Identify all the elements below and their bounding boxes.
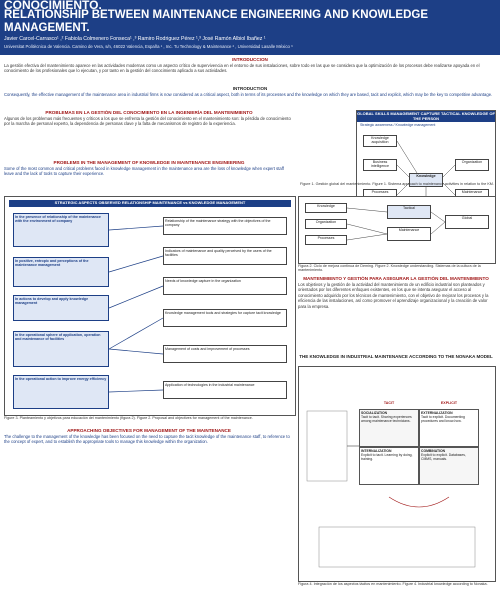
fig4-tacit-label: TACIT [383, 401, 395, 405]
fig2-left-item-3: In actions to develop and apply knowledg… [13, 295, 109, 321]
figure-1-title-bar: GLOBAL SKILLS MANAGEMENT CAPTURE TACTICA… [357, 111, 495, 122]
fig4-internalization-name: INTERNALIZATION [361, 449, 392, 453]
figure-4: TACIT EXPLICIT SOCIALIZATION Tacit to ta… [298, 366, 496, 582]
fig2-left-item-2: In positive, entropic and perceptions of… [13, 257, 109, 287]
figure-3-caption: Figura 2. Ciclo de mejora continua de De… [298, 264, 481, 273]
figure-1-caption: Figure 1. Gestión global del mantenimien… [300, 182, 494, 186]
fig1-node-intelligence: Business intelligence [363, 159, 397, 171]
intro-paragraph-en: Consequently, the effective management o… [4, 92, 493, 97]
fig1-node-organization: Organization [455, 159, 489, 171]
title-line-1: CONOCIMIENTO. [4, 0, 102, 12]
title-line-2: RELATIONSHIP BETWEEN MAINTENANCE ENGINEE… [4, 9, 429, 34]
authors: Javier Carcel-Carrasco¹ ,² Fabiola Colme… [4, 36, 266, 42]
maintenance-heading: MANTENIMIENTO Y GESTIÓN PARA ASEGURAR LA… [303, 276, 489, 281]
fig2-right-item-4: Knowledge management tools and strategie… [163, 309, 287, 327]
fig3-node-maintenance: Maintenance [387, 227, 431, 241]
figure-2-caption: Figure 3. Planteamiento y objetivos para… [4, 416, 253, 420]
fig2-left-item-4: In the operational sphere of application… [13, 331, 109, 367]
figure-3: Knowledge Organization Processes Tactica… [298, 196, 496, 264]
fig4-combination-text: Explicit to explicit. Databases, CMMS, m… [421, 453, 466, 462]
intro-text-es: La gestión efectiva del mantenimiento ap… [4, 63, 496, 85]
problems-paragraph-en: Some of the most common and critical pro… [4, 166, 284, 177]
fig2-right-item-6: Application of technologies in the indus… [163, 381, 287, 399]
fig2-left-item-1: In the presence of relationship of the m… [13, 213, 109, 247]
problems-paragraph-es: Algunos de los problemas más frecuentes … [4, 116, 291, 127]
fig3-node-organization: Organization [305, 219, 347, 229]
fig2-left-item-5: In the operational action to improve ene… [13, 375, 109, 409]
intro-paragraph-es: La gestión efectiva del mantenimiento ap… [4, 63, 480, 74]
fig3-node-global: Global [445, 215, 489, 229]
maintenance-text: Los objetivos y la gestión de la activid… [298, 282, 494, 352]
maintenance-paragraph: Los objetivos y la gestión de la activid… [298, 282, 489, 309]
figure-4-title: THE KNOWLEDGE IN INDUSTRIAL MAINTENANCE … [299, 354, 493, 359]
problems-heading-en: PROBLEMS IN THE MANAGEMENT OF KNOWLEDGE … [53, 160, 245, 165]
fig4-explicit-label: EXPLICIT [440, 401, 458, 405]
fig1-center-knowledge: Knowledge [409, 173, 443, 187]
poster-header: CONOCIMIENTO. RELATIONSHIP BETWEEN MAINT… [0, 0, 500, 55]
fig3-node-knowledge: Knowledge [305, 203, 347, 213]
intro-heading-en: INTRODUCTION [232, 86, 268, 91]
figure-2-title-bar: STRATEGIC ASPECTS OBSERVED RELATIONSHIP … [9, 200, 291, 207]
fig4-quadrant-socialization: SOCIALIZATION Tacit to tacit. Sharing ex… [359, 409, 419, 447]
fig2-right-item-5: Management of costs and improvement of p… [163, 345, 287, 363]
fig4-socialization-text: Tacit to tacit. Sharing experiences amon… [361, 415, 412, 424]
problems-text-es: Algunos de los problemas más frecuentes … [4, 116, 294, 158]
fig2-right-item-1: Relationship of the maintenance strategy… [163, 217, 287, 235]
fig1-node-acquisition: Knowledge acquisition [363, 135, 397, 147]
intro-text-en: Consequently, the effective management o… [4, 92, 496, 108]
figure-4-caption: Figura 4. Integración de los aspectos tá… [298, 582, 488, 586]
approach-text: The challenge to the management of the k… [4, 434, 294, 596]
fig4-quadrant-internalization: INTERNALIZATION Explicit to tacit. Learn… [359, 447, 419, 485]
fig4-externalization-text: Tacit to explicit. Documenting procedure… [421, 415, 465, 424]
approach-paragraph: The challenge to the management of the k… [4, 434, 290, 445]
fig4-internalization-text: Explicit to tacit. Learning by doing, tr… [361, 453, 413, 462]
intro-heading: INTRODUCCION [232, 57, 268, 62]
fig4-quadrant-combination: COMBINATION Explicit to explicit. Databa… [419, 447, 479, 485]
affiliation: Universitat Politècnica de Valencia. Cam… [4, 44, 293, 49]
fig4-externalization-name: EXTERNALIZATION [421, 411, 453, 415]
problems-heading: PROBLEMAS EN LA GESTIÓN DEL CONOCIMIENTO… [45, 110, 253, 115]
approach-heading: APPROACHING OBJECTIVES FOR MANAGEMENT OF… [67, 428, 231, 433]
fig4-combination-name: COMBINATION [421, 449, 446, 453]
fig3-node-processes: Processes [305, 235, 347, 245]
fig3-node-tactical: Tactical [387, 205, 431, 219]
figure-3-connectors [346, 207, 446, 241]
fig4-socialization-name: SOCIALIZATION [361, 411, 388, 415]
figure-1-subtitle: Strategic awareness / Knowledge manageme… [360, 123, 436, 127]
figure-4-arrows [306, 410, 476, 568]
fig2-right-item-2: Indicators of maintenance and quality pe… [163, 247, 287, 265]
problems-text-en: Some of the most common and critical pro… [4, 166, 294, 194]
figure-2: STRATEGIC ASPECTS OBSERVED RELATIONSHIP … [4, 196, 296, 416]
figure-2-arrows [108, 225, 164, 393]
fig2-right-item-3: Needs of knowledge capture in the organi… [163, 277, 287, 295]
fig4-quadrant-externalization: EXTERNALIZATION Tacit to explicit. Docum… [419, 409, 479, 447]
